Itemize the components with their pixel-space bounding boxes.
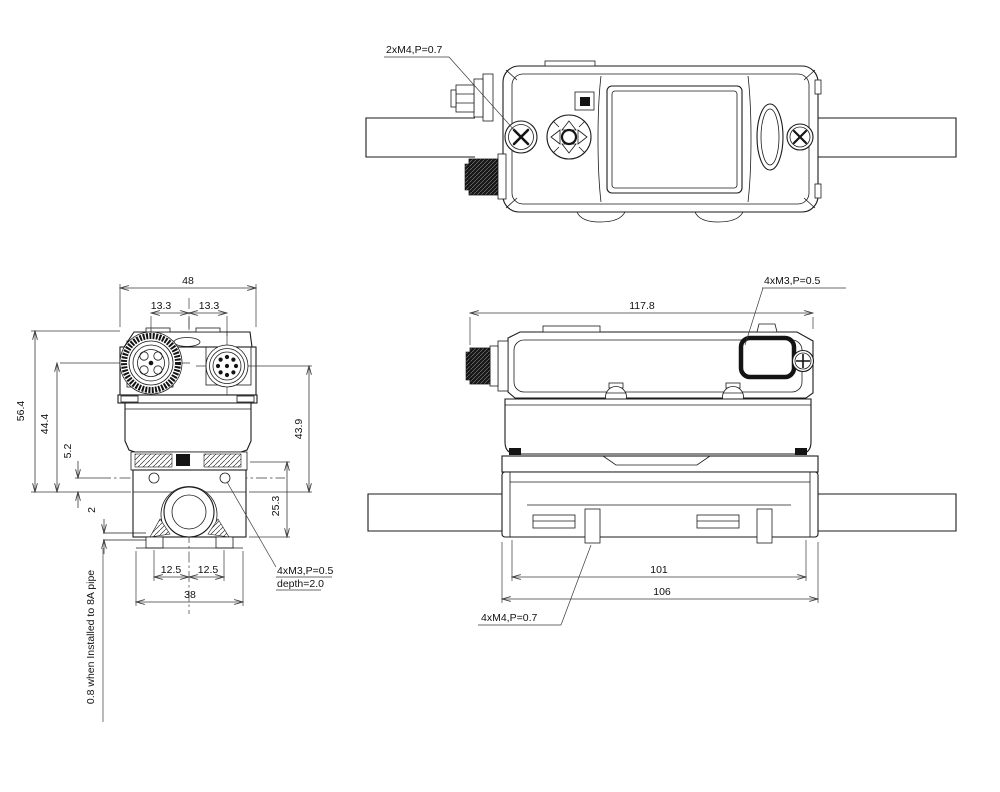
view-side: 117.8 101 106 4xM3,P=0.5 4xM4,P=0.7 [367,275,957,626]
screw-left [504,120,538,154]
label-install-note: 0.8 when Installed to 8A pipe [85,570,97,704]
label-front-tap-line1: 4xM3,P=0.5 [277,565,333,577]
label-side-tap: 4xM3,P=0.5 [764,275,820,287]
label-front-tap-line2: depth=2.0 [277,578,324,590]
connector-upper [450,73,494,122]
side-threaded-connector [469,347,491,385]
side-boss [738,335,797,380]
dim-front-base-pitch-right: 12.5 [198,564,219,576]
connector-8pin-right [205,344,249,388]
connector-m12-left [119,331,183,395]
side-upper-body [507,331,814,399]
dpad-control [546,114,592,160]
side-lower-body [504,398,812,455]
latch-slot [756,103,784,171]
dim-front-pitch-right: 13.3 [199,300,220,312]
mounting-hole-right [219,472,231,484]
leader-front-tap [226,481,277,568]
dim-side-slot-pitch: 101 [650,564,668,576]
connector-lower-threaded [464,153,507,200]
slot-right [696,514,740,529]
dim-front-offset: 5.2 [62,444,74,459]
dim-front-height-right: 43.9 [293,419,305,440]
pipe-right-side-view [818,493,957,532]
view-front: 0.8 when Installed to 8A pipe 48 13.3 13… [15,275,333,722]
dim-front-height-head: 44.4 [39,414,51,435]
pipe-left-top-view [365,117,475,158]
mounting-hole-left [148,472,160,484]
dim-front-clearance: 2 [86,507,98,513]
label-base-tap: 4xM4,P=0.7 [481,612,537,624]
view-top: 2xM4,P=0.7 [365,44,957,223]
dim-front-base-pitch-left: 12.5 [161,564,182,576]
display-screen [606,85,743,194]
leader-base-tap [560,544,592,626]
front-mid-body [124,402,252,453]
leader-side-tap [744,287,764,346]
clamp-tab-right [756,508,773,544]
dim-front-base-width: 38 [184,589,196,601]
dim-front-height-total: 56.4 [15,401,27,422]
screw-right [786,123,814,151]
slot-left [532,514,576,529]
dim-front-width: 48 [182,275,194,287]
pipe-right-top-view [818,117,957,158]
clamp-tab-left [584,508,601,544]
pipe-left-side-view [367,493,502,532]
dim-side-length: 117.8 [629,300,655,312]
dim-front-pitch-left: 13.3 [151,300,172,312]
leader-top-screw [448,56,516,132]
pipe-bore [163,486,215,538]
label-top-screw: 2xM4,P=0.7 [386,44,442,56]
dim-front-clamp-height: 25.3 [270,496,282,517]
dim-side-base-length: 106 [653,586,671,598]
